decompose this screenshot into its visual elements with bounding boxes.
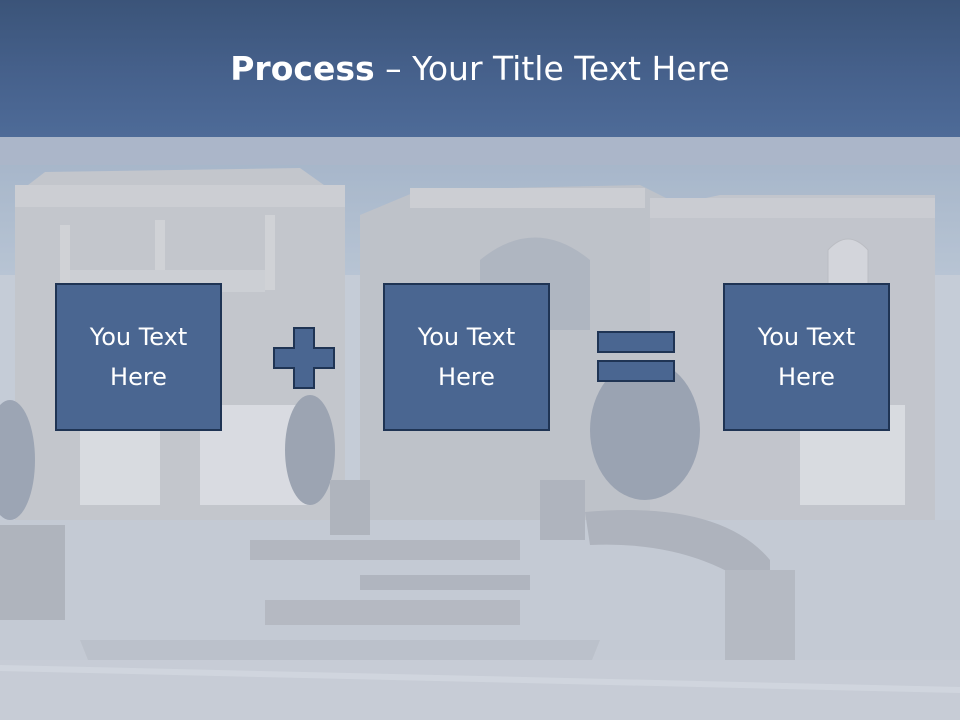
title-bar — [0, 0, 960, 137]
process-box-3[interactable]: You Text Here — [723, 283, 890, 431]
plus-icon — [273, 327, 335, 389]
process-box-3-text: You Text Here — [757, 323, 856, 391]
slide-title: Process – Your Title Text Here — [0, 0, 960, 137]
process-box-1-text: You Text Here — [89, 323, 188, 391]
process-box-1[interactable]: You Text Here — [55, 283, 222, 431]
title-bold-text: Process — [230, 49, 375, 88]
process-box-2-text: You Text Here — [417, 323, 516, 391]
title-text: – Your Title Text Here — [374, 49, 730, 88]
equals-icon — [597, 331, 675, 382]
process-box-2[interactable]: You Text Here — [383, 283, 550, 431]
